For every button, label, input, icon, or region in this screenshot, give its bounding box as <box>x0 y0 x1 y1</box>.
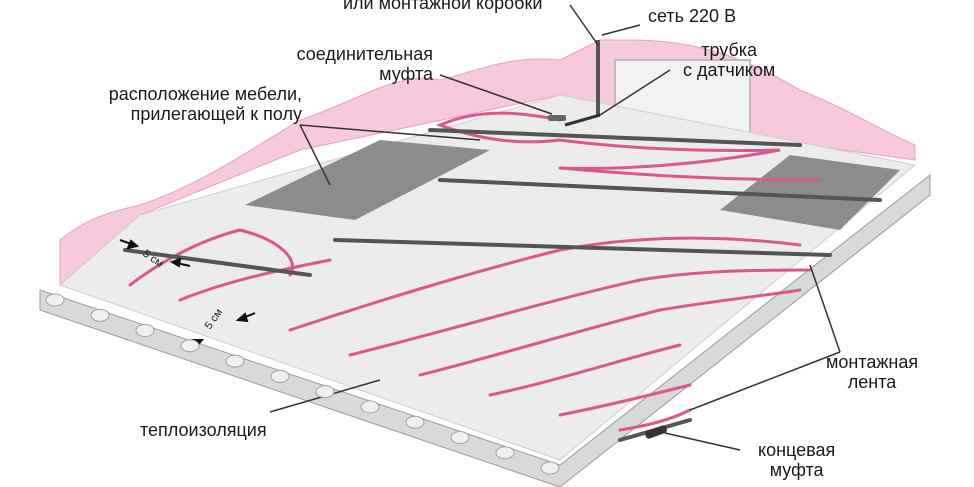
cable-run <box>618 408 692 432</box>
label-sensor-tube: трубка с датчиком <box>683 40 775 80</box>
slab-hole <box>405 415 425 429</box>
leader-line <box>439 74 553 115</box>
leader-line <box>689 351 841 411</box>
label-furniture-line1: расположение мебели, <box>108 84 302 104</box>
label-end-coupling-line2: муфта <box>769 460 824 480</box>
sensor-tube-horizontal <box>564 113 601 127</box>
slab-holes <box>45 293 560 475</box>
label-end-coupling-line1: концевая <box>758 440 836 460</box>
label-mains: сеть 220 В <box>648 6 737 26</box>
cable-run <box>288 236 802 332</box>
cable-run <box>435 111 562 144</box>
label-mounting-tape-line1: монтажная <box>826 352 919 372</box>
leader-line <box>809 264 841 353</box>
slab-hole <box>450 431 470 444</box>
slab-hole <box>225 354 245 368</box>
leader-line <box>299 124 481 141</box>
label-junction-box: или монтажной коробки <box>343 0 543 13</box>
furniture-area-left <box>245 140 490 220</box>
mounting-tape-strip <box>438 178 882 202</box>
slab-hole <box>315 385 335 399</box>
leader-line <box>599 69 671 116</box>
slab-hole <box>90 308 110 322</box>
leader-line <box>569 4 599 46</box>
slab-hole <box>270 369 290 383</box>
slab-hole <box>180 339 200 353</box>
cable-run <box>128 228 294 287</box>
cable-run <box>178 258 332 302</box>
label-mounting-tape-line2: лента <box>847 372 897 392</box>
label-insulation: теплоизоляция <box>140 420 267 440</box>
mounting-tapes <box>123 128 882 442</box>
mounting-tape-strip <box>428 128 802 147</box>
cable-run <box>348 268 812 357</box>
connecting-coupling <box>548 115 566 121</box>
cable-run <box>418 288 802 377</box>
label-furniture: расположение мебели, прилегающей к полу <box>10 84 302 124</box>
mounting-tape-strip <box>333 238 832 257</box>
label-coupling: соединительная муфта <box>233 44 433 84</box>
mounting-tape-strip <box>123 248 312 277</box>
end-coupling <box>645 425 667 439</box>
floor-surface <box>59 94 917 461</box>
cable-run <box>558 383 692 417</box>
label-coupling-line2: муфта <box>379 64 433 84</box>
label-sensor-tube-line1: трубка <box>701 40 758 60</box>
slab-hole <box>540 461 560 475</box>
label-furniture-line2: прилегающей к полу <box>130 104 302 124</box>
label-coupling-line1: соединительная <box>296 44 433 64</box>
cable-run <box>488 343 682 397</box>
arrowhead <box>235 312 249 323</box>
leader-lines <box>269 4 841 451</box>
concrete-slab <box>39 173 931 487</box>
furniture-area-right <box>720 155 900 230</box>
cable-run <box>558 166 822 182</box>
leader-line <box>299 124 331 186</box>
leader-line <box>664 432 741 451</box>
slab-hole <box>495 446 515 460</box>
slab-hole <box>45 293 65 307</box>
label-sensor-tube-line2: с датчиком <box>683 60 776 80</box>
label-mounting-tape: монтажная лента <box>826 352 918 392</box>
slab-hole <box>135 324 155 337</box>
arrowhead <box>169 257 182 268</box>
label-end-coupling: концевая муфта <box>758 440 835 480</box>
cable-run <box>558 138 781 170</box>
slab-hole <box>360 400 380 414</box>
arrowhead <box>126 239 140 250</box>
heating-cable <box>128 111 822 432</box>
leader-line <box>601 24 641 36</box>
